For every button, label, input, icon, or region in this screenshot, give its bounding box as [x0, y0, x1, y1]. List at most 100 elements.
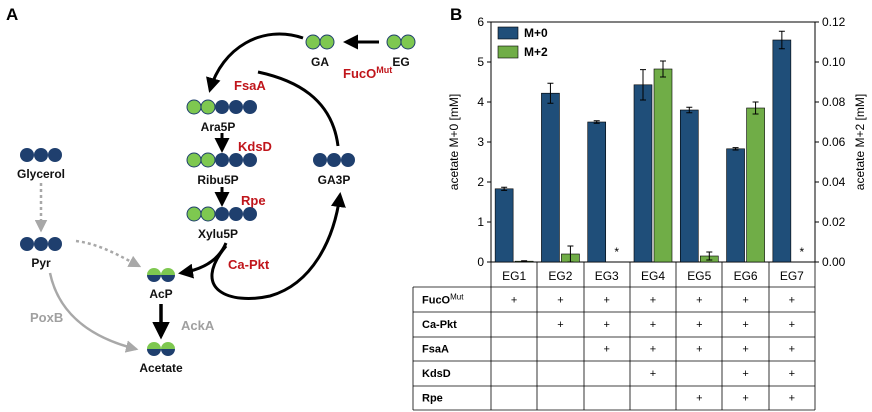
legend-label-m0: M+0	[524, 26, 548, 40]
label-ribu5p: Ribu5P	[197, 173, 238, 187]
table-row-label: FsaA	[422, 344, 449, 356]
legend-swatch-m2	[497, 45, 519, 59]
enzyme-kdsd: KdsD	[238, 139, 272, 154]
bar-m0-eg1	[494, 188, 514, 263]
error-bar	[640, 69, 646, 101]
right-tick-label: 0.00	[822, 255, 846, 269]
enzyme-poxb: PoxB	[30, 310, 63, 325]
table-cell-plus: +	[789, 294, 795, 306]
molecule-acp-dots	[147, 268, 175, 282]
left-tick-label: 4	[477, 95, 484, 109]
table-cell-plus: +	[789, 393, 795, 405]
left-tick-label: 2	[477, 175, 484, 189]
left-tick-label: 5	[477, 55, 484, 69]
legend-swatch-m0	[497, 26, 519, 40]
table-cell-plus: +	[742, 393, 748, 405]
error-bar	[521, 260, 528, 263]
label-glycerol: Glycerol	[17, 167, 65, 181]
bar-m0-eg3	[587, 121, 607, 263]
label-eg: EG	[392, 55, 409, 69]
bar-m0-eg5	[679, 109, 699, 263]
label-acp: AcP	[149, 287, 172, 301]
x-category-label: EG5	[687, 269, 711, 283]
x-category-label: EG4	[641, 269, 665, 283]
molecule-acetate-dots	[147, 342, 175, 356]
table-cell-plus: +	[603, 294, 609, 306]
error-bar	[752, 101, 759, 115]
table-row-label: FucOMut	[422, 292, 464, 306]
error-bar	[593, 120, 600, 124]
error-bar	[732, 147, 739, 151]
table-cell-plus: +	[789, 344, 795, 356]
right-tick-label: 0.10	[822, 55, 846, 69]
table-cell-plus: +	[696, 393, 702, 405]
error-bar	[706, 251, 713, 261]
error-bar	[547, 82, 554, 104]
x-category-label: EG6	[734, 269, 758, 283]
table-cell-plus: +	[557, 319, 563, 331]
panel-b-label: B	[450, 5, 462, 24]
label-pyr: Pyr	[31, 256, 51, 270]
enzyme-ca-pkt: Ca-Pkt	[228, 257, 270, 272]
arrow-pyr-to-acetate	[48, 272, 139, 353]
label-acetate: Acetate	[139, 361, 183, 375]
x-category-label: EG3	[595, 269, 619, 283]
table-cell-plus: +	[603, 344, 609, 356]
error-bar	[567, 245, 574, 263]
table-row-label: Rpe	[422, 393, 443, 405]
label-xylu5p: Xylu5P	[198, 227, 238, 241]
left-tick-label: 6	[477, 15, 484, 29]
error-bar	[778, 30, 785, 50]
molecule-ga3p-dots	[313, 153, 355, 167]
bar-m0-eg6	[726, 148, 745, 263]
table-cell-plus: +	[511, 294, 517, 306]
table-cell-plus: +	[742, 344, 748, 356]
right-tick-label: 0.02	[822, 215, 846, 229]
legend: M+0 M+2	[497, 26, 548, 59]
molecule-eg-dots	[386, 34, 416, 50]
table-cell-plus: +	[650, 368, 656, 380]
molecule-ga-dots	[305, 34, 335, 50]
bar-m2-eg6	[746, 107, 765, 263]
left-tick-label: 3	[477, 135, 484, 149]
table-cell-plus: +	[789, 368, 795, 380]
molecule-glycerol-dots	[20, 148, 62, 162]
right-tick-label: 0.12	[822, 15, 846, 29]
right-tick-label: 0.06	[822, 135, 846, 149]
molecule-ara5p-dots	[186, 99, 257, 115]
legend-label-m2: M+2	[524, 45, 548, 59]
table-cell-plus: +	[742, 294, 748, 306]
arrow-pyr-to-acp	[75, 239, 142, 268]
label-ga3p: GA3P	[318, 173, 351, 187]
bar-m2-eg4	[653, 68, 673, 263]
panel-a-label: A	[6, 5, 18, 24]
enzyme-fuco-mut: FucOMut	[343, 65, 392, 81]
molecule-pyr-dots	[20, 237, 62, 251]
table-cell-plus: +	[557, 294, 563, 306]
table-row-label: Ca-Pkt	[422, 319, 457, 331]
arrow-ga-to-ara5p	[206, 32, 304, 93]
enzyme-acka: AckA	[181, 318, 215, 333]
table-cell-plus: +	[789, 319, 795, 331]
error-bar	[686, 106, 693, 114]
chart-bars: **	[494, 30, 805, 263]
arrow-xylu5p-to-ga3p	[210, 192, 346, 300]
x-category-label: EG7	[780, 269, 804, 283]
arrow-ga3p-to-ara5p	[257, 70, 340, 147]
left-axis-label: acetate M+0 [mM]	[447, 94, 461, 190]
table-cell-plus: +	[650, 319, 656, 331]
table-cell-plus: +	[742, 319, 748, 331]
left-tick-label: 0	[477, 255, 484, 269]
right-tick-label: 0.08	[822, 95, 846, 109]
right-axis-label: acetate M+2 [mM]	[853, 94, 867, 190]
table-cell-plus: +	[696, 294, 702, 306]
label-ga: GA	[311, 55, 329, 69]
missing-value-marker: *	[800, 245, 805, 259]
bar-m0-eg7	[772, 39, 792, 263]
right-tick-label: 0.04	[822, 175, 846, 189]
molecule-xylu5p-dots	[186, 206, 257, 222]
